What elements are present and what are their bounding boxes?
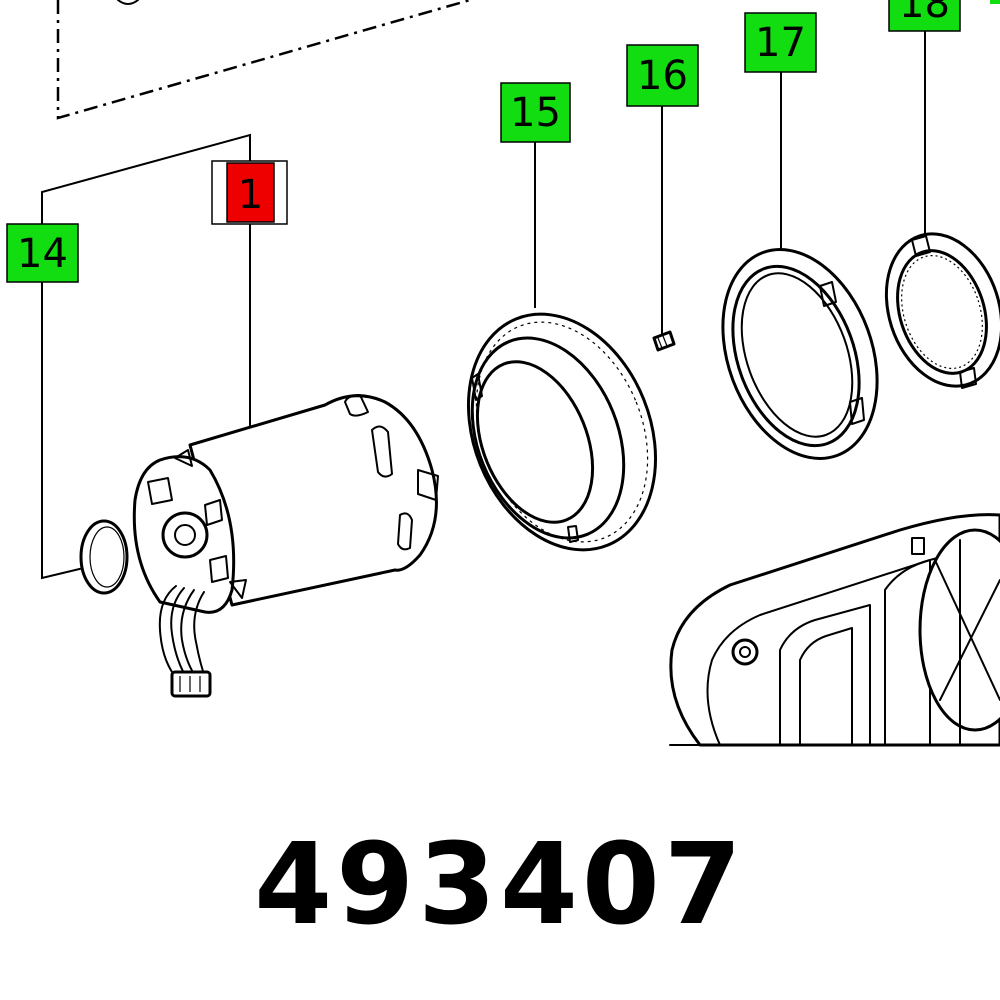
housing-fragment — [669, 513, 1000, 747]
part-15-knurled-ring — [466, 312, 658, 552]
callout-offscreen-fragment — [990, 0, 1000, 4]
callout-15: 15 — [500, 82, 571, 143]
callout-17-box — [744, 12, 817, 73]
callout-16-label: 16 — [637, 53, 688, 99]
callout-18-label: 18 — [899, 0, 950, 27]
callout-1: 1 — [211, 160, 288, 225]
outline-fastener — [117, 0, 139, 5]
part-16-set-screw — [652, 330, 676, 352]
callout-18-box — [888, 0, 961, 32]
callout-17: 17 — [744, 12, 817, 73]
part-17-thin-ring — [721, 248, 879, 460]
callout-18: 18 — [888, 0, 961, 32]
callout-14: 14 — [6, 223, 79, 283]
part-1-motor — [132, 394, 439, 698]
part-18-gear-ring — [884, 232, 1000, 389]
part-14-end-cap — [79, 519, 129, 595]
callout-1-label: 1 — [238, 172, 263, 218]
callout-1-box — [226, 162, 275, 223]
dashed-assembly-outline — [56, 0, 471, 120]
callout-16-box — [626, 44, 699, 107]
part-number: 493407 — [254, 820, 746, 950]
callout-14-label: 14 — [17, 231, 68, 277]
callout-17-label: 17 — [755, 20, 806, 66]
leader-line-14 — [41, 133, 251, 580]
callout-15-box — [500, 82, 571, 143]
callout-15-label: 15 — [510, 90, 561, 136]
callout-14-box — [6, 223, 79, 283]
callout-16: 16 — [626, 44, 699, 107]
